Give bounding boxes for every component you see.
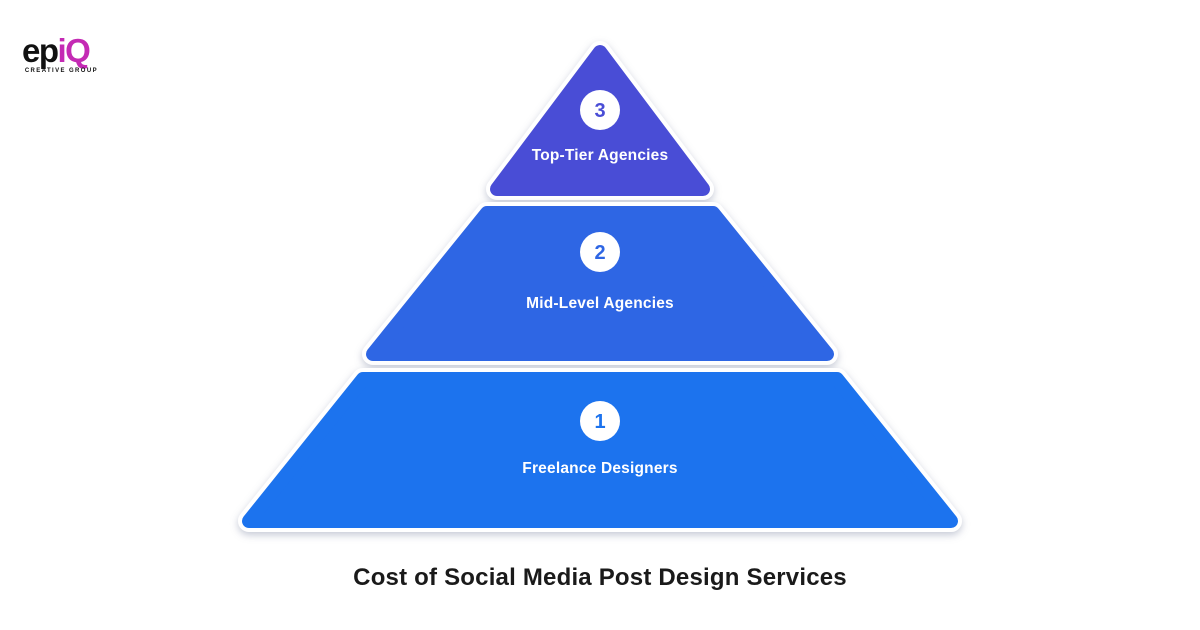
pyramid-tier-middle: 2 Mid-Level Agencies xyxy=(362,202,838,365)
tier-top-label: Top-Tier Agencies xyxy=(532,147,669,164)
logo-subtitle: CREATIVE GROUP xyxy=(24,68,98,74)
infographic-title: Cost of Social Media Post Design Service… xyxy=(353,564,847,591)
logo-wordmark: epiQ xyxy=(22,34,98,67)
tier-bottom-number-badge xyxy=(580,401,620,441)
tier-middle-number-badge xyxy=(580,232,620,272)
tier-bottom-shape xyxy=(242,372,958,528)
pyramid-tier-bottom: 1 Freelance Designers xyxy=(238,368,962,532)
tier-bottom-number: 1 xyxy=(594,411,605,433)
epiq-logo: epiQ CREATIVE GROUP xyxy=(22,34,98,74)
tier-top-number-badge xyxy=(580,90,620,130)
tier-bottom-label: Freelance Designers xyxy=(522,460,677,477)
tier-middle-number: 2 xyxy=(594,242,605,264)
pyramid-tier-top: 3 Top-Tier Agencies xyxy=(486,41,714,200)
logo-wordmark-accent: iQ xyxy=(57,32,91,69)
tier-middle-shape xyxy=(366,206,834,361)
tier-middle-label: Mid-Level Agencies xyxy=(526,295,674,312)
logo-wordmark-dark: ep xyxy=(22,32,59,69)
tier-top-number: 3 xyxy=(594,100,605,122)
